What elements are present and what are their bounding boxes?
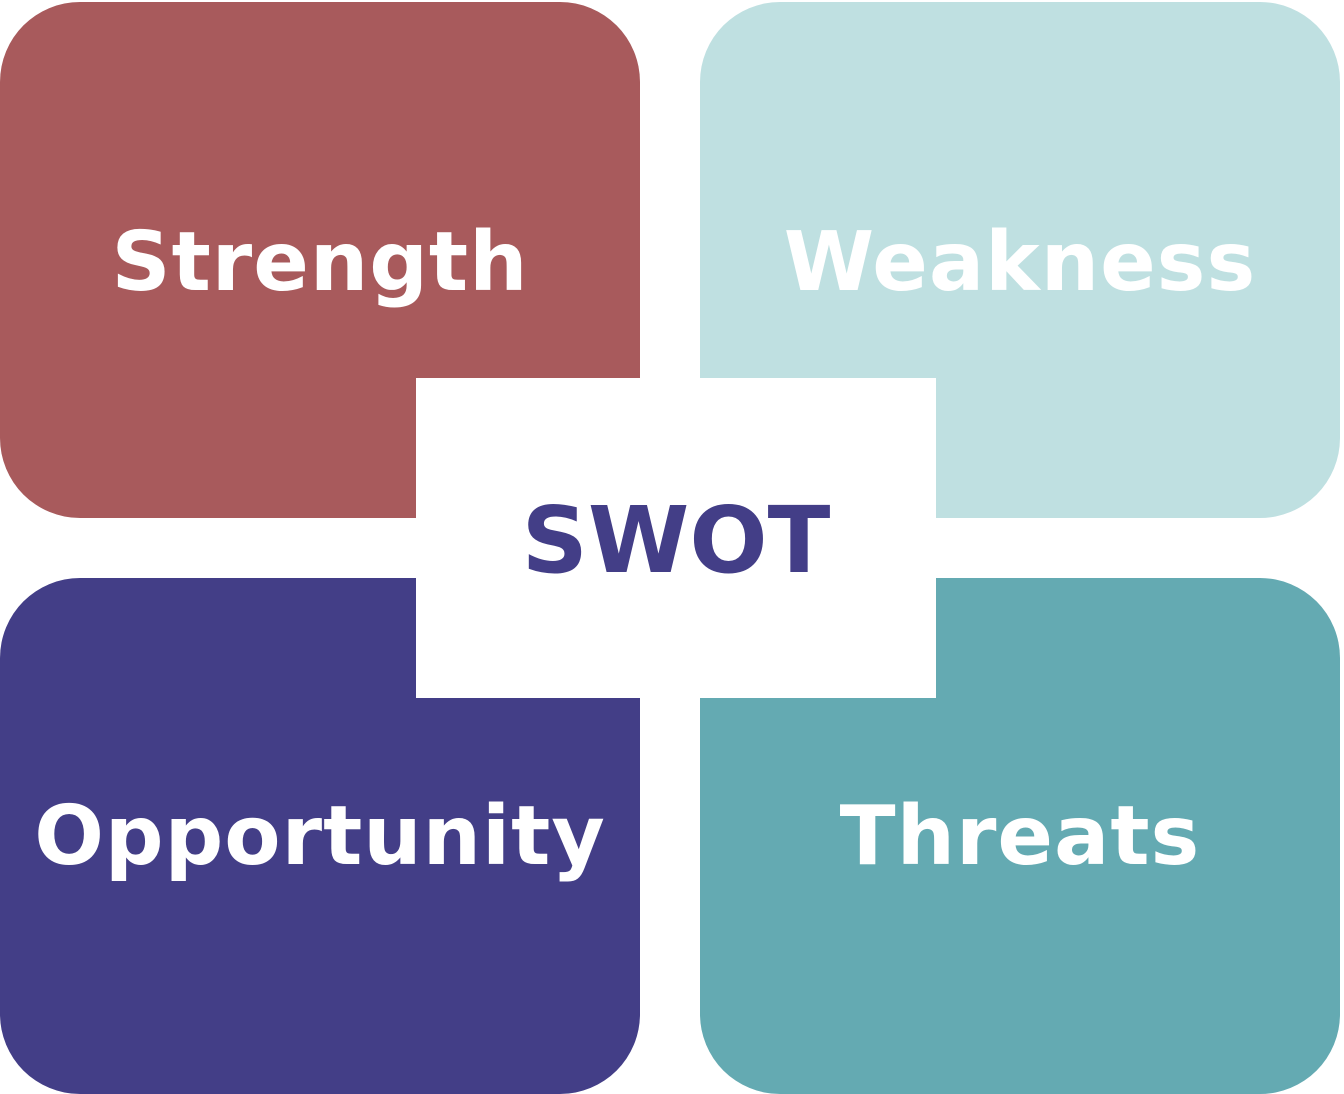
threats-label: Threats	[839, 789, 1201, 884]
center-box: SWOT	[416, 378, 936, 698]
strength-label: Strength	[111, 215, 529, 310]
weakness-label: Weakness	[783, 215, 1257, 310]
swot-title: SWOT	[521, 487, 831, 594]
strength-quadrant: Strength	[0, 2, 640, 518]
opportunity-label: Opportunity	[34, 789, 606, 884]
opportunity-quadrant: Opportunity	[0, 578, 640, 1094]
